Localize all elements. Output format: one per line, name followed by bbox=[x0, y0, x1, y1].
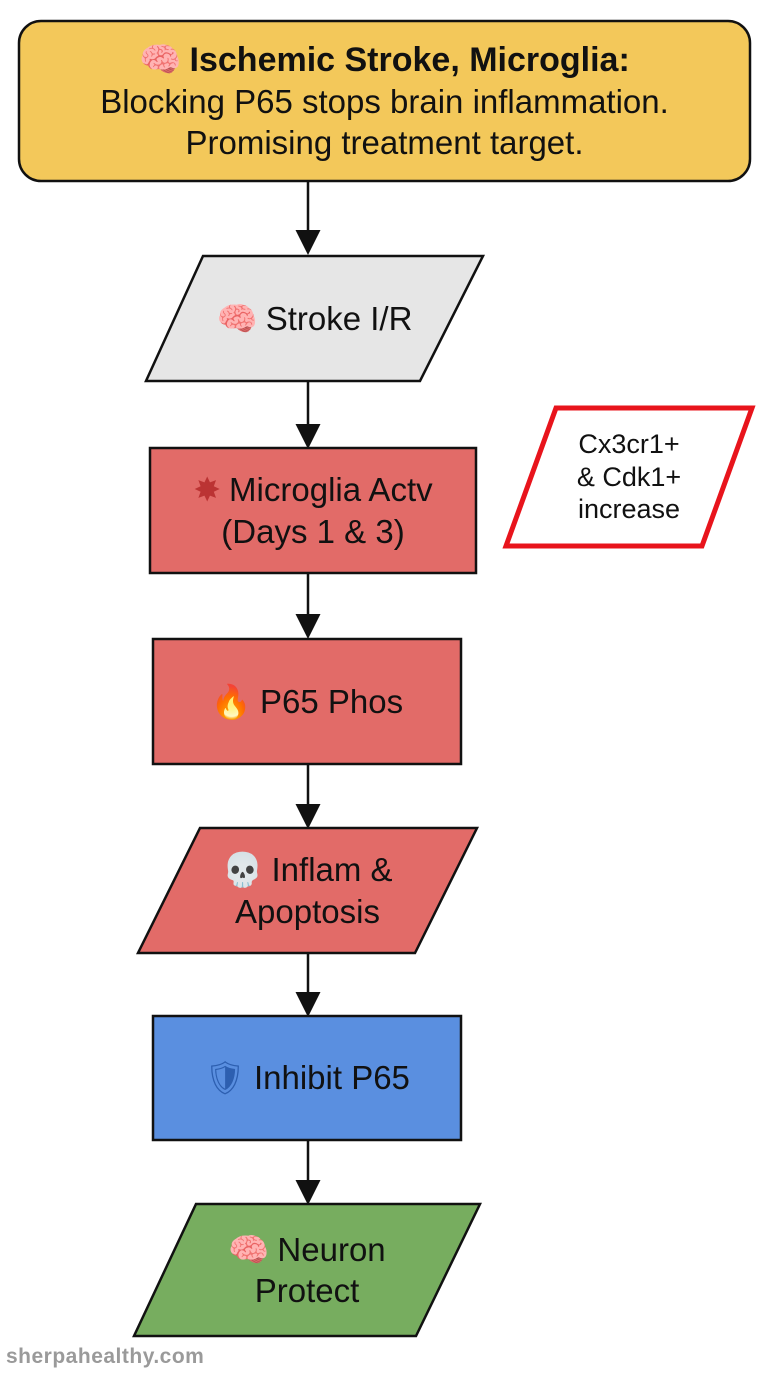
stroke-node-shape bbox=[144, 254, 486, 383]
p65-node-shape bbox=[151, 637, 463, 766]
shield-icon: 🛡 bbox=[204, 1058, 246, 1098]
title-line-1: 🧠Ischemic Stroke, Microglia: bbox=[139, 39, 630, 82]
starburst-icon: ✸ bbox=[193, 470, 222, 510]
stroke-node: 🧠Stroke I/R bbox=[146, 256, 483, 381]
watermark: sherpahealthy.com bbox=[6, 1345, 205, 1368]
microglia-node-shape bbox=[148, 446, 478, 575]
note-box: Cx3cr1+ & Cdk1+ increase bbox=[506, 408, 752, 546]
microglia-node-sublabel: (Days 1 & 3) bbox=[221, 512, 405, 550]
neuron-node-sublabel: Protect bbox=[254, 1272, 360, 1309]
stroke-node-label: Stroke I/R bbox=[265, 299, 413, 337]
neuron-node-shape bbox=[132, 1202, 482, 1338]
p65-node-label: P65 Phos bbox=[259, 682, 404, 720]
inflam-node: 💀Inflam & Apoptosis bbox=[138, 828, 477, 953]
title-box: 🧠Ischemic Stroke, Microglia: Blocking P6… bbox=[19, 21, 750, 181]
fire-icon: 🔥 bbox=[210, 681, 252, 721]
inhibit-node: 🛡Inhibit P65 bbox=[153, 1016, 461, 1140]
inflam-node-shape bbox=[135, 826, 480, 955]
brain-icon: 🧠 bbox=[216, 298, 258, 338]
inflam-node-sublabel: Apoptosis bbox=[235, 892, 380, 930]
neuron-node: 🧠Neuron Protect bbox=[134, 1204, 480, 1336]
brain-icon: 🧠 bbox=[228, 1229, 270, 1269]
skull-icon: 💀 bbox=[222, 850, 264, 890]
p65-node: 🔥P65 Phos bbox=[153, 639, 461, 764]
inhibit-node-shape bbox=[151, 1014, 463, 1142]
brain-icon: 🧠 bbox=[139, 39, 182, 80]
note-line-2: & Cdk1+ bbox=[576, 461, 682, 492]
title-box-shape bbox=[17, 19, 752, 183]
inflam-node-label: Inflam & bbox=[271, 851, 393, 889]
note-line-3: increase bbox=[577, 494, 681, 525]
inhibit-node-label: Inhibit P65 bbox=[253, 1059, 410, 1097]
title-line-2: Blocking P65 stops brain inflammation. bbox=[100, 83, 669, 120]
title-line-3: Promising treatment target. bbox=[185, 124, 584, 162]
neuron-node-label: Neuron bbox=[277, 1230, 386, 1268]
note-line-1: Cx3cr1+ bbox=[578, 428, 680, 459]
title-text: Ischemic Stroke, Microglia: bbox=[189, 40, 630, 79]
note-shape bbox=[502, 405, 756, 549]
microglia-node: ✸Microglia Actv (Days 1 & 3) bbox=[150, 448, 476, 573]
microglia-node-label: Microglia Actv bbox=[229, 471, 433, 509]
